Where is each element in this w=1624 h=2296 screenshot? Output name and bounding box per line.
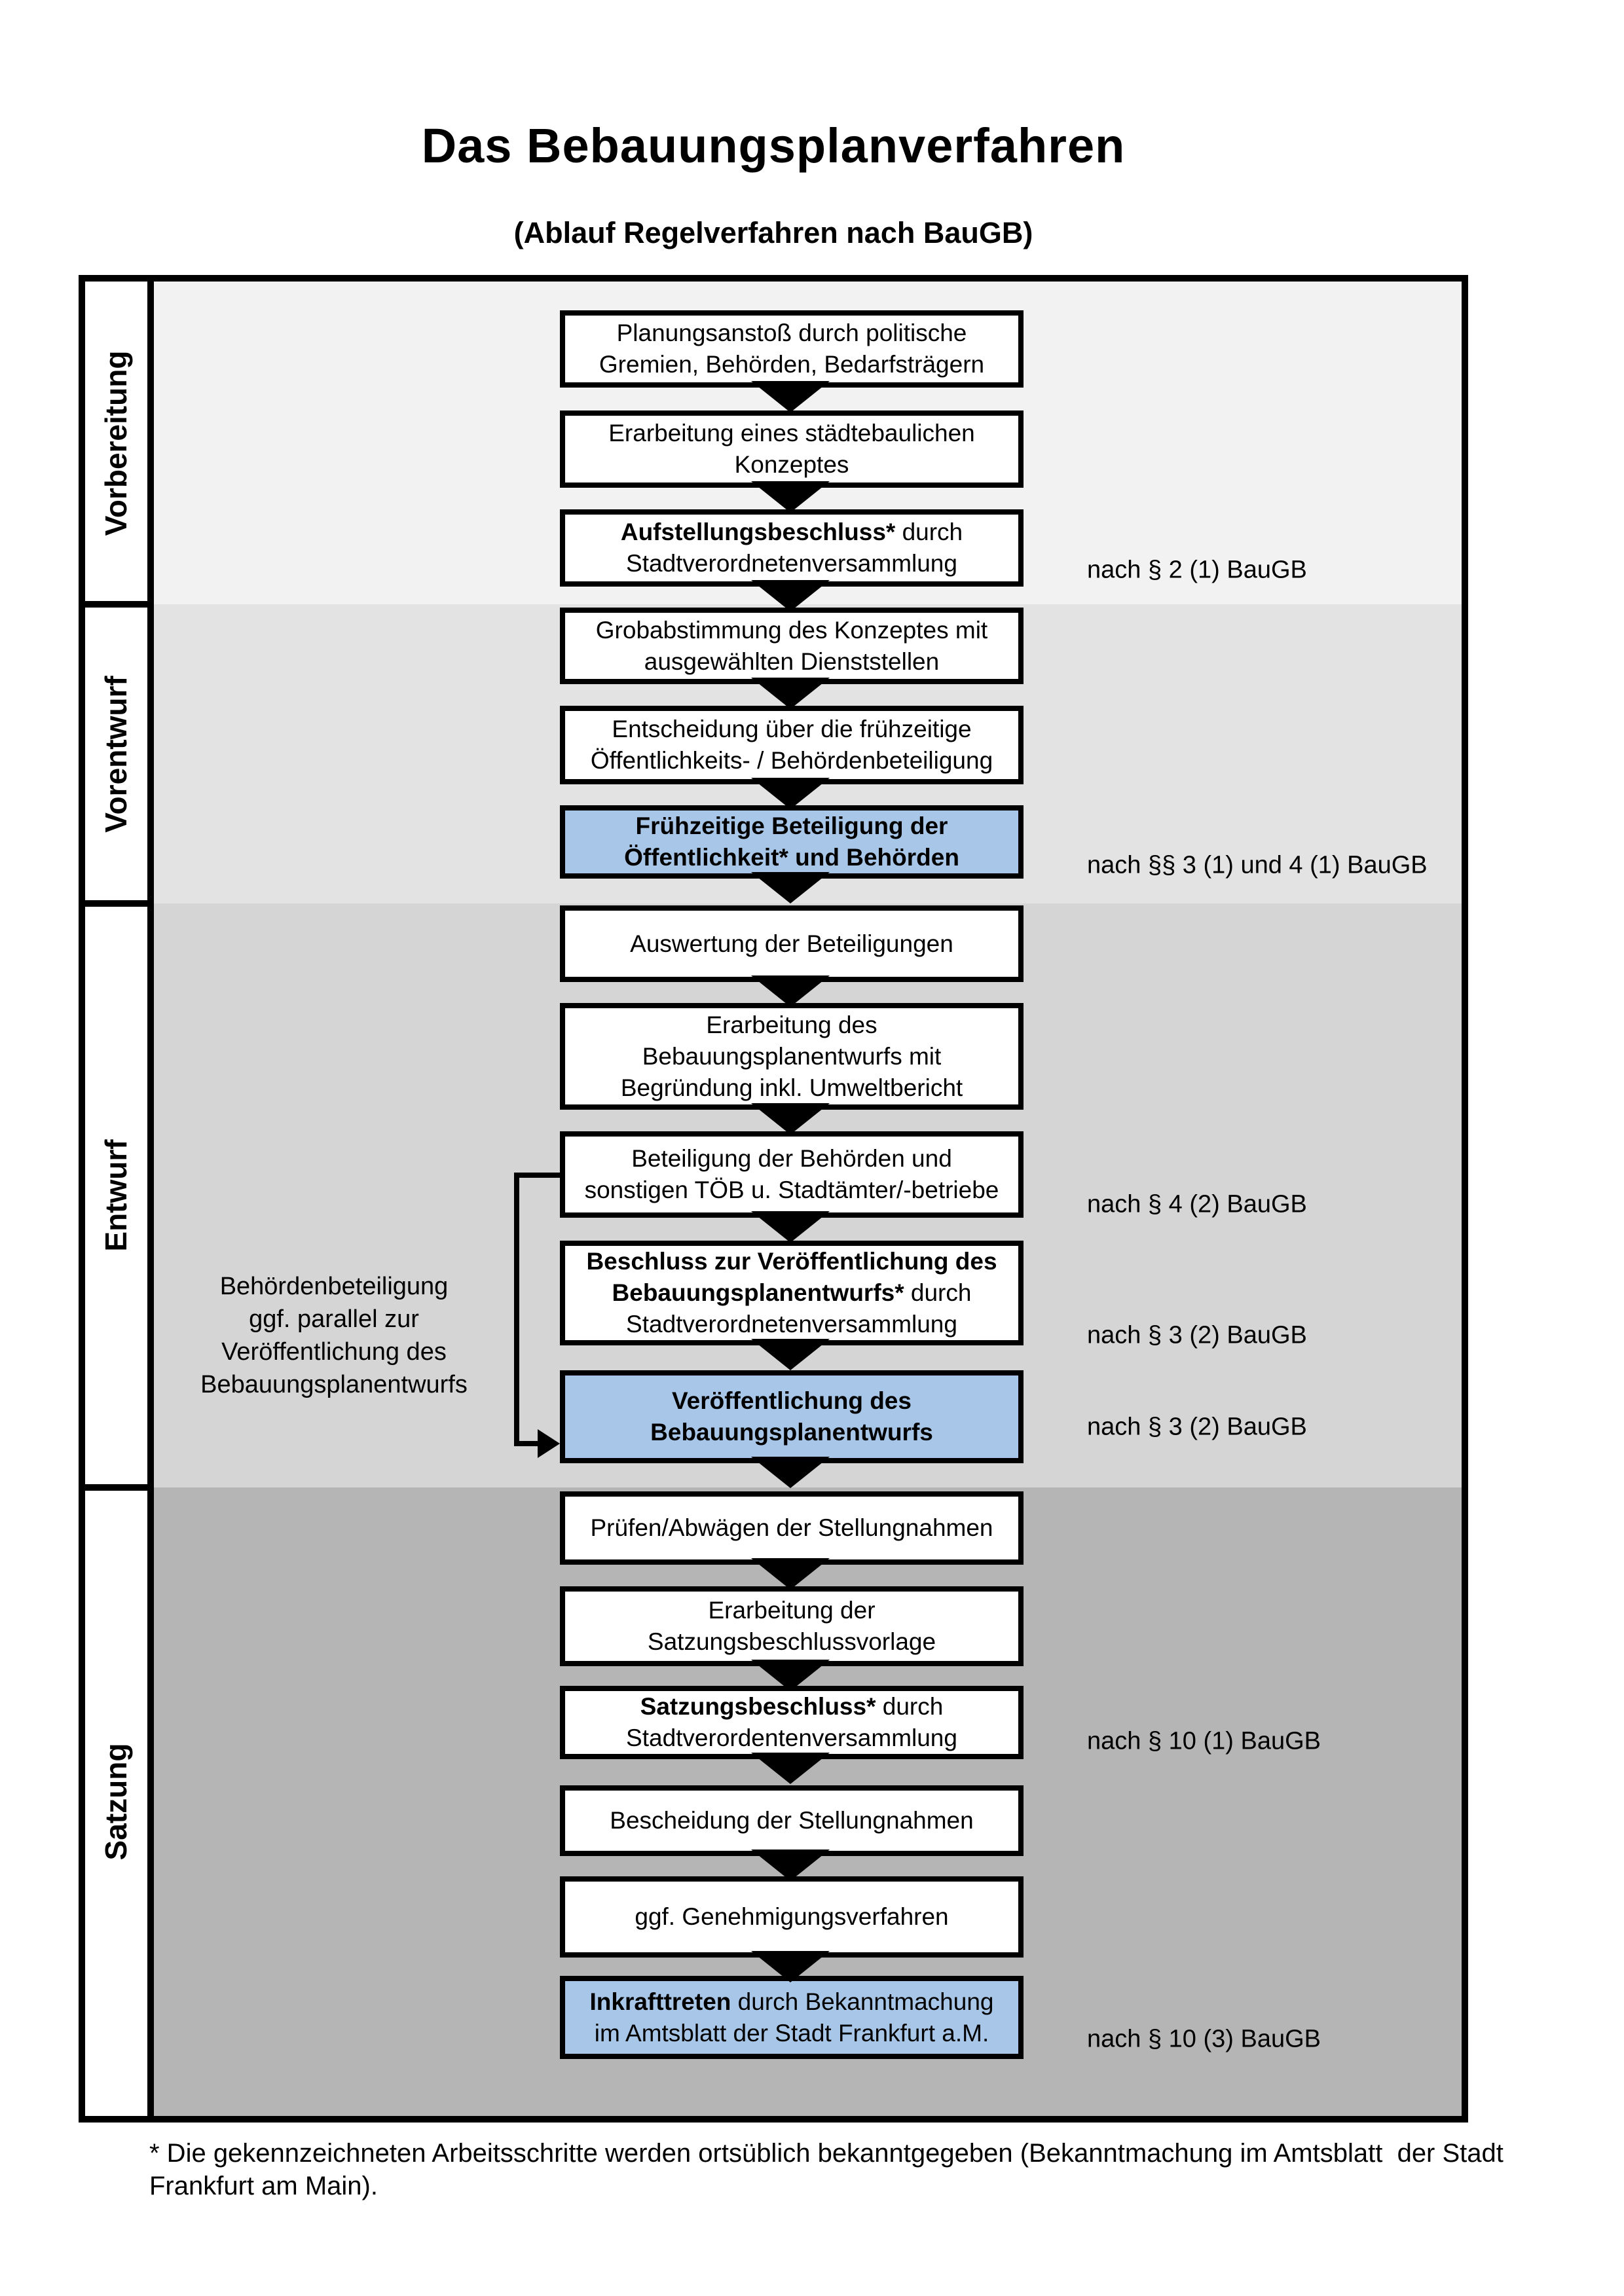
law-reference: nach § 3 (2) BauGB <box>1087 1413 1307 1441</box>
law-reference: nach §§ 3 (1) und 4 (1) BauGB <box>1087 851 1428 879</box>
process-step-auswertung-beteiligungen: Auswertung der Beteiligungen <box>560 905 1024 982</box>
flow-arrow-down-icon <box>751 1339 830 1370</box>
step-text: Erarbeitung des Bebauungsplanentwurfs mi… <box>620 1011 963 1101</box>
connector-line-top <box>514 1173 561 1178</box>
flow-arrow-down-icon <box>751 1211 830 1243</box>
law-reference: nach § 2 (1) BauGB <box>1087 556 1307 584</box>
flow-arrow-down-icon <box>751 1753 830 1784</box>
step-text: Beteiligung der Behörden und sonstigen T… <box>584 1145 999 1203</box>
process-step-veroeffentlichung-entwurf: Veröffentlichung des Bebauungsplanentwur… <box>560 1370 1024 1463</box>
step-text: Frühzeitige Beteiligung der Öffentlichke… <box>624 812 959 871</box>
step-text: Erarbeitung der Satzungsbeschlussvorlage <box>647 1597 936 1655</box>
page-subtitle: (Ablauf Regelverfahren nach BauGB) <box>513 216 1033 249</box>
step-text: Veröffentlichung des Bebauungsplanentwur… <box>650 1387 933 1446</box>
flow-arrow-down-icon <box>751 1951 830 1982</box>
phase-label: Satzung <box>99 1743 133 1861</box>
process-step-entscheidung-beteiligung: Entscheidung über die frühzeitige Öffent… <box>560 706 1024 784</box>
process-step-pruefen-abwaegen: Prüfen/Abwägen der Stellungnahmen <box>560 1491 1024 1565</box>
flow-arrow-down-icon <box>751 381 830 412</box>
process-step-planungsanstoss: Planungsanstoß durch politische Gremien,… <box>560 310 1024 388</box>
flow-arrow-down-icon <box>751 778 830 809</box>
process-step-grobabstimmung: Grobabstimmung des Konzeptes mit ausgewä… <box>560 608 1024 684</box>
connector-arrow-right-icon <box>538 1429 560 1458</box>
step-text: Erarbeitung eines städtebaulichen Konzep… <box>608 420 975 478</box>
flow-arrow-down-icon <box>751 872 830 903</box>
process-step-satzungsbeschluss: Satzungsbeschluss* durch Stadtverordente… <box>560 1686 1024 1759</box>
process-step-satzungsbeschlussvorlage: Erarbeitung der Satzungsbeschlussvorlage <box>560 1586 1024 1666</box>
process-step-genehmigungsverfahren: ggf. Genehmigungsverfahren <box>560 1876 1024 1958</box>
step-text: Auswertung der Beteiligungen <box>630 930 953 957</box>
step-text: Prüfen/Abwägen der Stellungnahmen <box>590 1514 993 1541</box>
step-text: Entscheidung über die frühzeitige Öffent… <box>590 716 993 774</box>
step-text: Aufstellungsbeschluss* <box>620 519 896 545</box>
process-step-staedtebauliches-konzept: Erarbeitung eines städtebaulichen Konzep… <box>560 410 1024 488</box>
phase-label-column <box>85 282 154 2116</box>
phase-label: Vorbereitung <box>99 350 133 536</box>
step-text: Satzungsbeschluss* <box>640 1693 876 1720</box>
flow-arrow-down-icon <box>751 481 830 513</box>
law-reference: nach § 4 (2) BauGB <box>1087 1190 1307 1218</box>
step-text: Bescheidung der Stellungnahmen <box>610 1807 974 1834</box>
phase-divider <box>85 601 154 608</box>
step-text: Planungsanstoß durch politische Gremien,… <box>599 319 985 378</box>
step-text: Grobabstimmung des Konzeptes mit ausgewä… <box>595 616 988 675</box>
flow-arrow-down-icon <box>751 975 830 1007</box>
connector-line-vertical <box>514 1173 519 1446</box>
law-reference: nach § 3 (2) BauGB <box>1087 1321 1307 1349</box>
phase-label: Entwurf <box>99 1139 133 1252</box>
step-text: Inkrafttreten <box>589 1988 731 2015</box>
process-step-beteiligung-behoerden-toeb: Beteiligung der Behörden und sonstigen T… <box>560 1131 1024 1218</box>
process-step-inkrafttreten: Inkrafttreten durch Bekanntmachung im Am… <box>560 1976 1024 2059</box>
process-step-fruehzeitige-beteiligung: Frühzeitige Beteiligung der Öffentlichke… <box>560 805 1024 879</box>
step-text: durch Stadtverordnetenversammlung <box>626 1279 972 1338</box>
flow-arrow-down-icon <box>751 1558 830 1590</box>
page-title: Das Bebauungsplanverfahren <box>421 118 1126 173</box>
footnote: * Die gekennzeichneten Arbeitsschritte w… <box>149 2139 1504 2200</box>
step-text: durch Stadtverordentenversammlung <box>626 1693 957 1751</box>
step-text: Beschluss zur Veröffentlichung des Bebau… <box>586 1248 997 1306</box>
law-reference: nach § 10 (1) BauGB <box>1087 1727 1321 1755</box>
process-step-aufstellungsbeschluss: Aufstellungsbeschluss* durch Stadtverord… <box>560 509 1024 587</box>
phase-divider <box>85 900 154 907</box>
flow-arrow-down-icon <box>751 1850 830 1881</box>
flow-arrow-down-icon <box>751 1103 830 1135</box>
process-step-erarbeitung-entwurf: Erarbeitung des Bebauungsplanentwurfs mi… <box>560 1003 1024 1110</box>
step-text: durch Bekanntmachung im Amtsblatt der St… <box>594 1988 994 2047</box>
connector-line-bottom <box>514 1441 539 1446</box>
step-text: ggf. Genehmigungsverfahren <box>635 1903 949 1930</box>
law-reference: nach § 10 (3) BauGB <box>1087 2025 1321 2053</box>
flow-arrow-down-icon <box>751 580 830 611</box>
flow-arrow-down-icon <box>751 1660 830 1691</box>
phase-divider <box>85 1484 154 1491</box>
step-text: durch Stadtverordnetenversammlung <box>626 519 963 577</box>
flow-arrow-down-icon <box>751 678 830 709</box>
flowchart-frame <box>79 275 1468 2123</box>
process-step-bescheidung-stellungnahmen: Bescheidung der Stellungnahmen <box>560 1785 1024 1856</box>
phase-label: Vorentwurf <box>99 675 133 833</box>
side-note: Behördenbeteiligung ggf. parallel zur Ve… <box>200 1273 468 1398</box>
flow-arrow-down-icon <box>751 1457 830 1488</box>
process-step-beschluss-veroeffentlichung: Beschluss zur Veröffentlichung des Bebau… <box>560 1241 1024 1345</box>
